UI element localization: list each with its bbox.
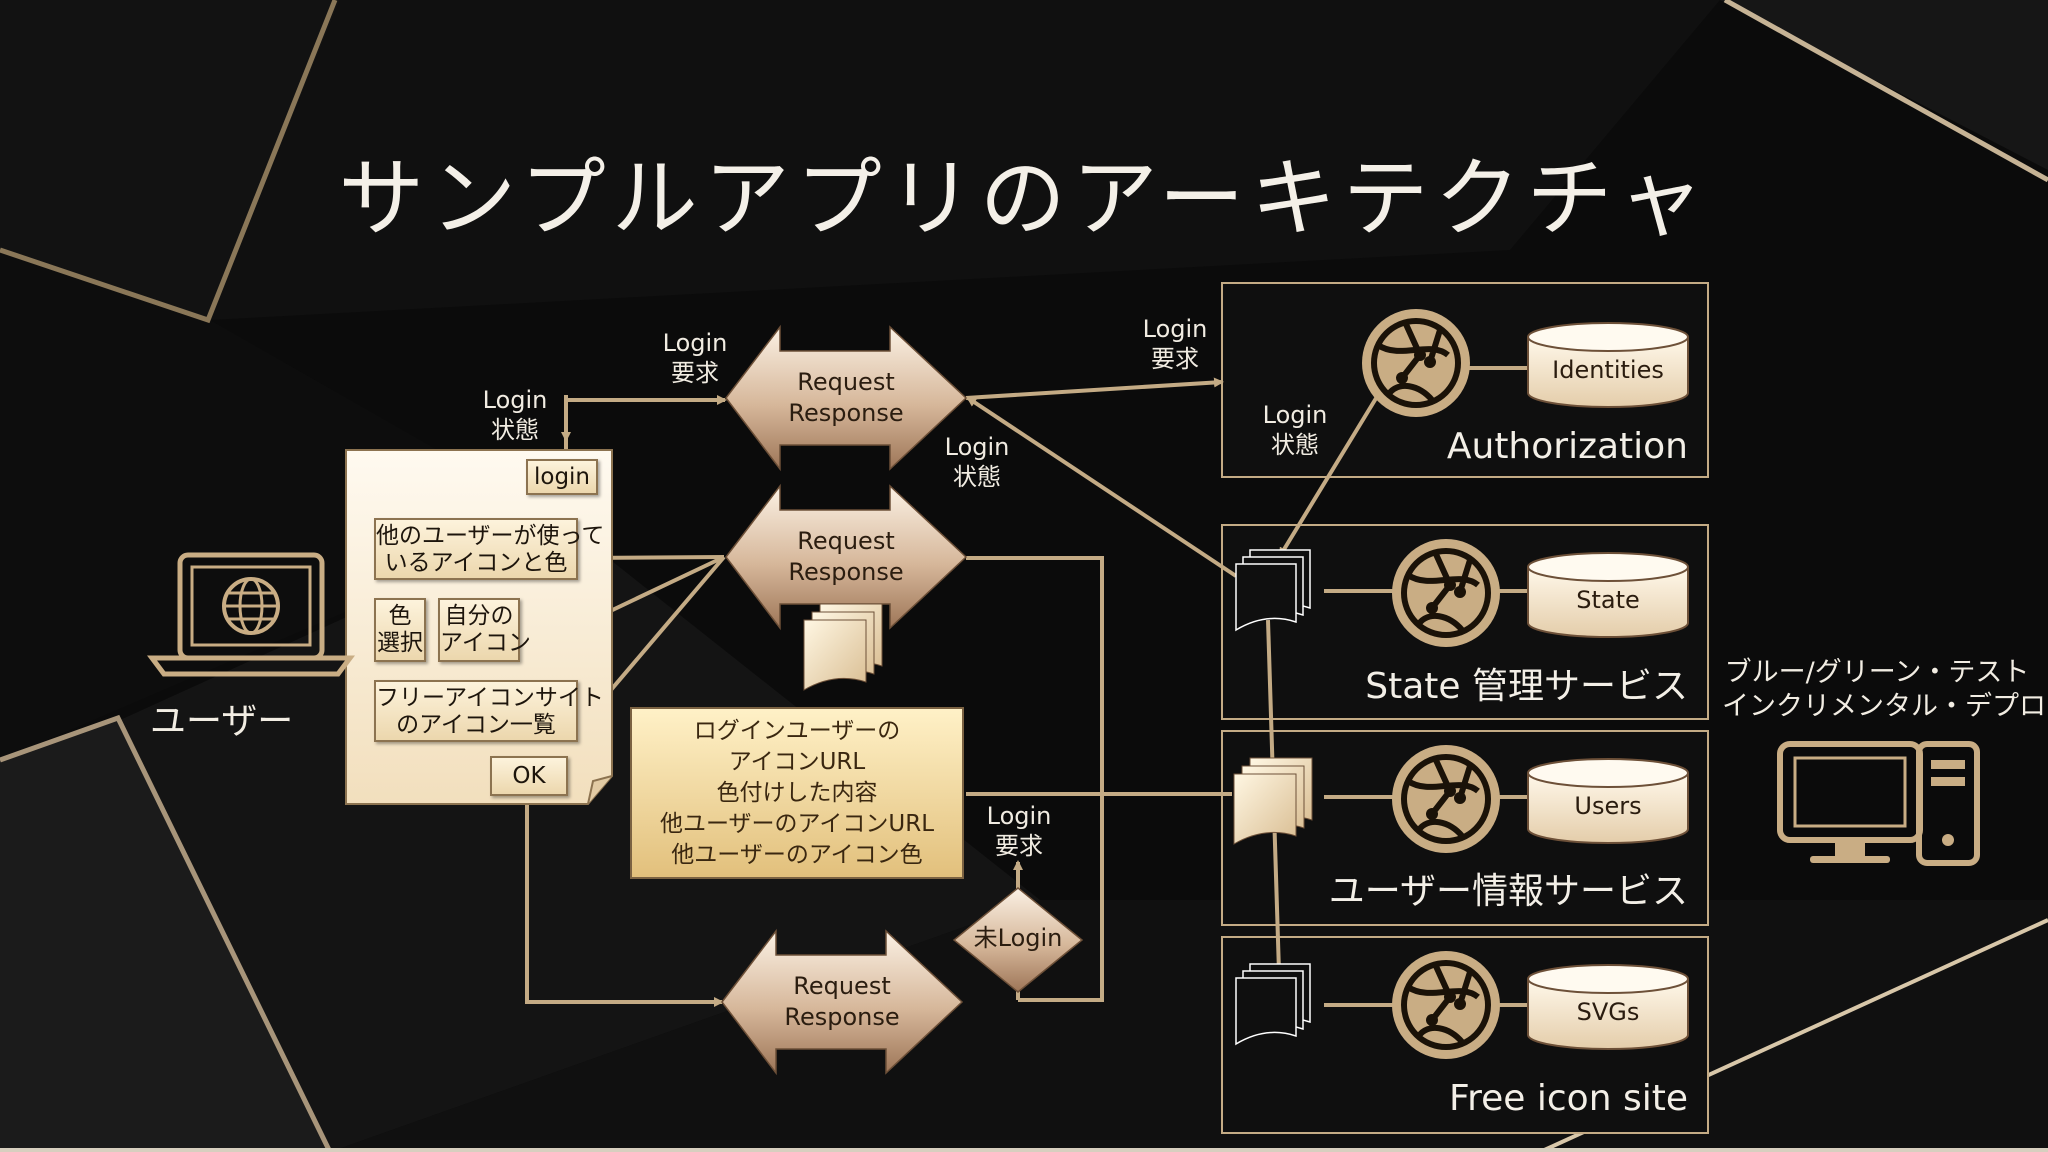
login-request-label-bottom: Login 要求	[974, 801, 1064, 861]
my-icon-button[interactable]: 自分の アイコン	[438, 598, 520, 662]
globe-icon	[1362, 309, 1470, 417]
label-line: Login	[974, 801, 1064, 831]
note-line: アイコンURL	[632, 747, 962, 778]
request-response-top-label: Request Response	[766, 367, 926, 429]
note-line: ログインユーザーの	[632, 716, 962, 747]
label-line: 要求	[1130, 344, 1220, 374]
response-text: Response	[762, 1002, 922, 1033]
request-response-bottom-label: Request Response	[762, 971, 922, 1033]
note-line: 他ユーザーのアイコン色	[632, 840, 962, 871]
label-line: 要求	[650, 358, 740, 388]
free-icons-line1: フリーアイコンサイト	[376, 685, 576, 712]
db-label-svgs: SVGs	[1528, 997, 1688, 1027]
request-text: Request	[766, 367, 926, 398]
globe-icon	[1392, 539, 1500, 647]
globe-icon	[1392, 745, 1500, 853]
user-label: ユーザー	[150, 692, 293, 744]
others-icons-line2: いるアイコンと色	[376, 550, 576, 577]
label-line: 状態	[932, 462, 1022, 492]
note-line: 他ユーザーのアイコンURL	[632, 809, 962, 840]
free-icons-line2: のアイコン一覧	[376, 712, 576, 739]
data-note: ログインユーザーの アイコンURL 色付けした内容 他ユーザーのアイコンURL …	[630, 707, 964, 879]
arrow-request-to-auth	[966, 382, 1222, 398]
color-select-line1: 色	[376, 603, 424, 630]
desktop-computer-icon	[1780, 744, 1977, 863]
deploy-caption: ブルー/グリーン・テスト インクリメンタル・デプロイ	[1722, 656, 2032, 724]
login-request-label-auth: Login 要求	[1130, 314, 1220, 374]
service-label-state: State 管理サービス	[1300, 667, 1688, 707]
db-label-identities: Identities	[1528, 355, 1688, 385]
login-button-label: login	[534, 464, 590, 490]
others-icons-button[interactable]: 他のユーザーが使って いるアイコンと色	[374, 518, 578, 580]
db-label-state: State	[1528, 585, 1688, 615]
label-line: Login	[1250, 400, 1340, 430]
not-login-label: 未Login	[958, 923, 1078, 954]
note-line: 色付けした内容	[632, 778, 962, 809]
service-label-icons: Free icon site	[1300, 1079, 1688, 1119]
db-label-users: Users	[1528, 791, 1688, 821]
login-button[interactable]: login	[526, 459, 598, 495]
others-icons-line1: 他のユーザーが使って	[376, 523, 576, 550]
label-line: Login	[932, 432, 1022, 462]
login-request-label-top: Login 要求	[650, 328, 740, 388]
deploy-line: インクリメンタル・デプロイ	[1722, 690, 2032, 724]
label-line: Login	[1130, 314, 1220, 344]
label-line: 要求	[974, 831, 1064, 861]
label-line: Login	[470, 385, 560, 415]
request-response-mid-label: Request Response	[766, 526, 926, 588]
request-text: Request	[762, 971, 922, 1002]
globe-icon	[1392, 951, 1500, 1059]
label-line: Login	[650, 328, 740, 358]
bottom-border	[0, 1148, 2048, 1152]
label-line: 状態	[470, 415, 560, 445]
ok-button[interactable]: OK	[490, 756, 568, 796]
login-state-label-left: Login 状態	[470, 385, 560, 445]
my-icon-line1: 自分の	[440, 603, 518, 630]
response-text: Response	[766, 398, 926, 429]
free-icons-button[interactable]: フリーアイコンサイト のアイコン一覧	[374, 680, 578, 742]
ok-button-label: OK	[512, 763, 545, 789]
color-select-button[interactable]: 色 選択	[374, 598, 426, 662]
response-text: Response	[766, 557, 926, 588]
color-select-line2: 選択	[376, 630, 424, 657]
documents-icon-mid	[804, 604, 882, 690]
login-state-label-mid: Login 状態	[932, 432, 1022, 492]
page-title: サンプルアプリのアーキテクチャ	[0, 128, 2048, 253]
my-icon-line2: アイコン	[440, 630, 518, 657]
deploy-line: ブルー/グリーン・テスト	[1722, 656, 2032, 690]
service-label-users: ユーザー情報サービス	[1260, 872, 1688, 912]
service-label-authorization: Authorization	[1300, 427, 1688, 467]
request-text: Request	[766, 526, 926, 557]
